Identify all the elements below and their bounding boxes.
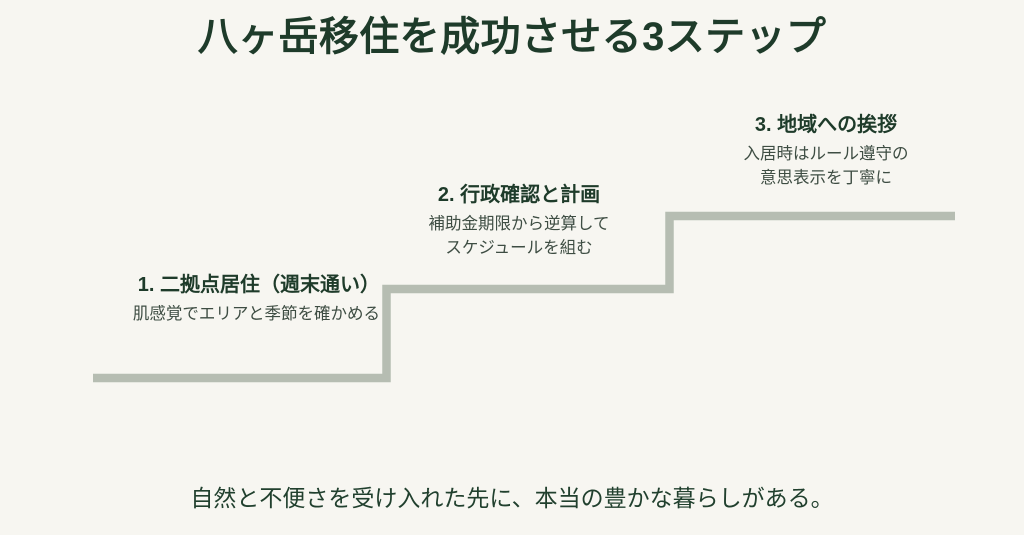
step-2-block: 2. 行政確認と計画 補助金期限から逆算して スケジュールを組む <box>378 182 660 261</box>
step-2-heading: 2. 行政確認と計画 <box>437 184 601 206</box>
step-1-description-line-1: 肌感覚でエリアと季節を確かめる <box>132 305 380 323</box>
step-3-description-line-2: 意思表示を丁寧に <box>760 168 892 187</box>
step-1-block: 1. 二拠点居住（週末通い） 肌感覚でエリアと季節を確かめる <box>40 272 380 327</box>
step-3-block: 3. 地域への挨拶 入居時はルール遵守の 意思表示を丁寧に <box>690 112 962 191</box>
step-1-heading: 1. 二拠点居住（週末通い） <box>137 274 380 296</box>
footer-tagline: 自然と不便さを受け入れた先に、本当の豊かな暮らしがある。 <box>190 485 834 511</box>
step-2-description-line-2: スケジュールを組む <box>445 238 593 257</box>
step-3-description-line-1: 入居時はルール遵守の <box>743 145 909 163</box>
page-title: 八ヶ岳移住を成功させる3ステップ <box>197 15 827 59</box>
step-2-description-line-1: 補助金期限から逆算して <box>428 215 610 233</box>
step-3-heading: 3. 地域への挨拶 <box>754 114 898 136</box>
